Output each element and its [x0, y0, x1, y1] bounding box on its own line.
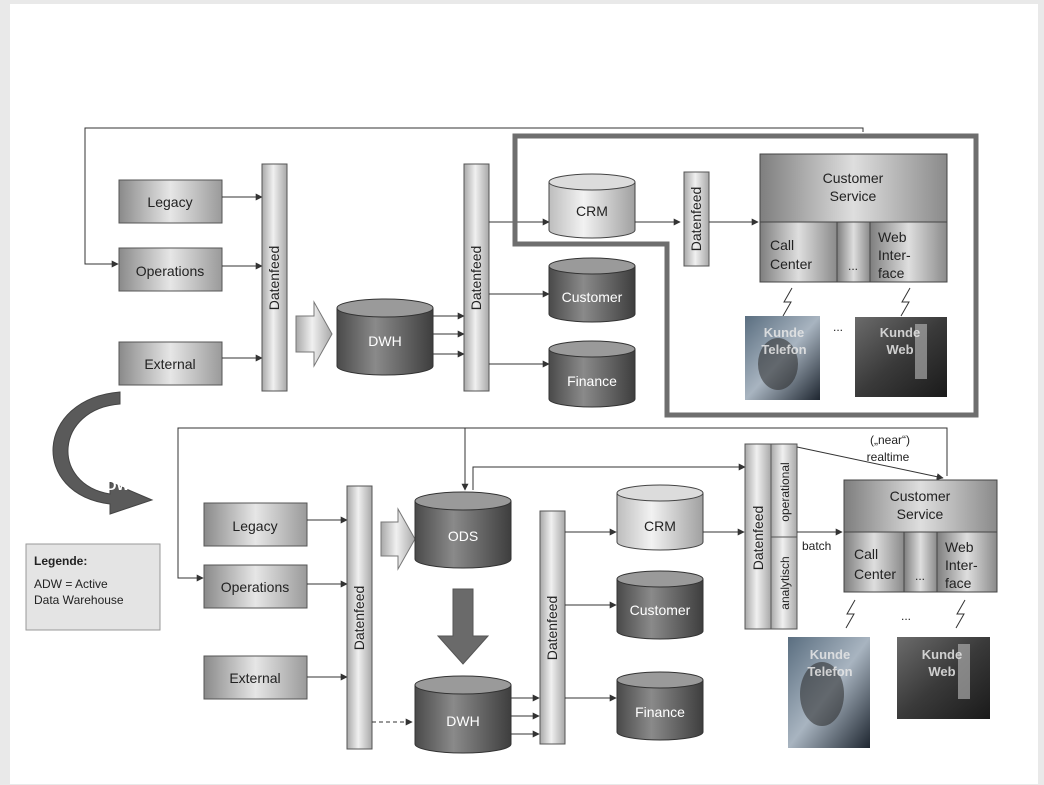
- lightning-icon: [901, 288, 910, 316]
- svg-text:Datenfeed: Datenfeed: [544, 596, 560, 661]
- svg-text:CRM: CRM: [644, 518, 676, 534]
- svg-text:ODS: ODS: [448, 528, 478, 544]
- datenfeed-bar-top-1: Datenfeed: [262, 164, 287, 391]
- architecture-diagram: Legacy Operations External Datenfeed DWH…: [10, 4, 1038, 784]
- datenfeed-bar-top-3: Datenfeed: [684, 172, 709, 266]
- svg-text:Telefon: Telefon: [761, 342, 806, 357]
- datenfeed-bar-bottom-1: Datenfeed: [347, 486, 372, 749]
- svg-text:Telefon: Telefon: [807, 664, 852, 679]
- ellipsis: ...: [833, 320, 843, 334]
- ellipsis: ...: [901, 609, 911, 623]
- photo-kunde-web-bottom: Kunde Web: [897, 637, 990, 719]
- batch-label: batch: [802, 539, 831, 553]
- svg-text:Web: Web: [886, 342, 913, 357]
- svg-text:Call: Call: [854, 546, 878, 562]
- diagram-canvas: Legacy Operations External Datenfeed DWH…: [10, 4, 1038, 784]
- cylinder-crm-top: CRM: [549, 174, 635, 238]
- arrow: [473, 467, 745, 490]
- near-label: („near“): [870, 433, 910, 447]
- photo-kunde-telefon-bottom: Kunde Telefon: [788, 637, 870, 748]
- svg-text:Finance: Finance: [635, 704, 685, 720]
- svg-text:Service: Service: [830, 188, 877, 204]
- source-operations-bottom: Operations: [204, 565, 307, 608]
- svg-text:Inter-: Inter-: [945, 557, 978, 573]
- block-arrow-icon: [296, 302, 332, 366]
- svg-text:...: ...: [915, 569, 925, 583]
- svg-text:Service: Service: [897, 506, 944, 522]
- lightning-icon: [956, 600, 965, 628]
- source-external-bottom: External: [204, 656, 307, 699]
- customer-service-box-bottom: Customer Service Call Center ... Web Int…: [844, 480, 997, 592]
- cylinder-dwh-bottom: DWH: [415, 676, 511, 753]
- svg-text:Datenfeed: Datenfeed: [468, 246, 484, 311]
- svg-text:Web: Web: [945, 539, 974, 555]
- svg-text:Center: Center: [854, 566, 896, 582]
- cylinder-finance-bottom: Finance: [617, 672, 703, 740]
- svg-text:Data Warehouse: Data Warehouse: [34, 593, 124, 607]
- svg-text:Datenfeed: Datenfeed: [750, 506, 766, 571]
- svg-text:Go to: Go to: [95, 415, 132, 431]
- svg-text:Center: Center: [770, 256, 812, 272]
- lightning-icon: [846, 600, 855, 628]
- svg-text:Customer: Customer: [562, 289, 623, 305]
- cylinder-customer-bottom: Customer: [617, 571, 703, 639]
- svg-text:...: ...: [848, 259, 858, 273]
- svg-text:Legacy: Legacy: [147, 194, 192, 210]
- datenfeed-split-bar: Datenfeed operational analytisch: [745, 444, 797, 629]
- svg-text:Kunde: Kunde: [764, 325, 804, 340]
- svg-text:Legende:: Legende:: [34, 554, 87, 568]
- svg-text:Kunde: Kunde: [922, 647, 962, 662]
- svg-text:Datenfeed: Datenfeed: [351, 586, 367, 651]
- svg-text:face: face: [878, 265, 905, 281]
- cylinder-ods: ODS: [415, 492, 511, 568]
- svg-text:Web: Web: [878, 229, 907, 245]
- cylinder-dwh-top: DWH: [337, 299, 433, 375]
- svg-text:face: face: [945, 575, 972, 591]
- svg-text:Customer: Customer: [630, 602, 691, 618]
- photo-kunde-web-top: Kunde Web: [855, 317, 947, 397]
- svg-text:Inter-: Inter-: [878, 247, 911, 263]
- svg-text:operational: operational: [778, 462, 792, 521]
- datenfeed-bar-bottom-2: Datenfeed: [540, 511, 565, 744]
- source-legacy-bottom: Legacy: [204, 503, 307, 546]
- svg-text:ADW = Active: ADW = Active: [34, 577, 108, 591]
- realtime-label: realtime: [867, 450, 910, 464]
- svg-text:Datenfeed: Datenfeed: [688, 187, 704, 252]
- source-operations-top: Operations: [119, 248, 222, 291]
- svg-text:Finance: Finance: [567, 373, 617, 389]
- down-block-arrow-icon: [438, 589, 488, 664]
- svg-text:DWH: DWH: [446, 713, 479, 729]
- svg-text:CRM: CRM: [576, 203, 608, 219]
- cylinder-finance-top: Finance: [549, 341, 635, 407]
- svg-text:Kunde: Kunde: [810, 647, 850, 662]
- svg-text:DWH: DWH: [368, 333, 401, 349]
- svg-text:Kunde: Kunde: [880, 325, 920, 340]
- svg-text:Web: Web: [928, 664, 955, 679]
- cylinder-crm-bottom: CRM: [617, 485, 703, 550]
- svg-text:Legacy: Legacy: [232, 518, 277, 534]
- svg-text:Customer: Customer: [890, 488, 951, 504]
- source-external-top: External: [119, 342, 222, 385]
- svg-text:Datenfeed: Datenfeed: [266, 246, 282, 311]
- datenfeed-bar-top-2: Datenfeed: [464, 164, 489, 391]
- cylinder-customer-top: Customer: [549, 258, 635, 322]
- go-to-adw-arrow: Go to ADW: [53, 392, 152, 514]
- source-legacy-top: Legacy: [119, 180, 222, 223]
- legend-box: Legende: ADW = Active Data Warehouse: [26, 544, 160, 630]
- svg-text:Call: Call: [770, 237, 794, 253]
- svg-text:analytisch: analytisch: [778, 556, 792, 609]
- customer-service-box-top: Customer Service Call Center ... Web Int…: [760, 154, 947, 282]
- block-arrow-icon: [381, 509, 415, 569]
- lightning-icon: [783, 288, 792, 316]
- svg-text:ADW: ADW: [96, 477, 130, 493]
- svg-text:Customer: Customer: [823, 170, 884, 186]
- svg-text:Operations: Operations: [136, 263, 204, 279]
- svg-text:Operations: Operations: [221, 579, 289, 595]
- svg-text:External: External: [144, 356, 195, 372]
- photo-kunde-telefon-top: Kunde Telefon: [745, 316, 820, 400]
- svg-text:External: External: [229, 670, 280, 686]
